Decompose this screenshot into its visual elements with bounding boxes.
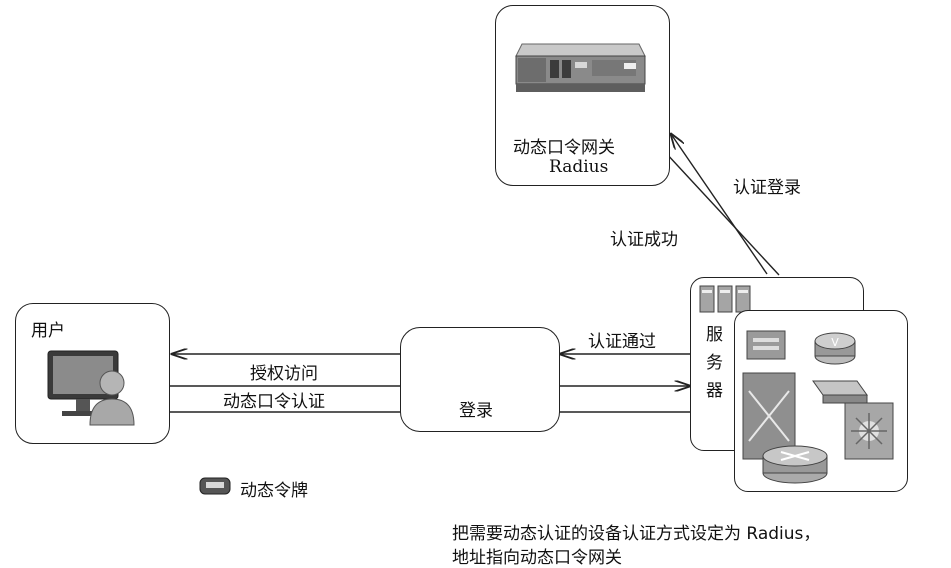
login-box: 登录 — [400, 327, 560, 432]
note-line-1: 把需要动态认证的设备认证方式设定为 Radius， — [452, 524, 821, 544]
token-icon — [199, 477, 231, 495]
server-char-2: 务 — [706, 353, 723, 373]
server-char-3: 器 — [706, 381, 723, 401]
label-auth-login: 认证登录 — [733, 178, 801, 198]
server-rack-icon — [699, 285, 751, 313]
server-char-1: 服 — [706, 325, 723, 345]
arrow-auth-success — [671, 134, 768, 275]
user-title: 用户 — [31, 321, 65, 341]
label-auth-passed: 认证通过 — [588, 332, 656, 352]
login-title: 登录 — [459, 401, 493, 421]
gateway-title: 动态口令网关 — [513, 138, 615, 158]
user-computer-icon — [47, 350, 135, 426]
network-devices-box: V — [734, 310, 908, 492]
network-devices-icon: V — [742, 330, 894, 484]
note-line-2: 地址指向动态口令网关 — [452, 548, 622, 568]
svg-text:V: V — [831, 336, 839, 349]
label-otp-auth: 动态口令认证 — [223, 392, 325, 412]
label-auth-success: 认证成功 — [610, 230, 678, 250]
label-authorized-access: 授权访问 — [250, 364, 318, 384]
radius-appliance-icon — [515, 43, 646, 92]
user-box: 用户 — [15, 303, 170, 444]
arrow-auth-login — [664, 151, 780, 276]
gateway-subtitle: Radius — [549, 157, 609, 177]
token-label: 动态令牌 — [240, 481, 308, 501]
gateway-box: 动态口令网关 Radius — [495, 5, 670, 186]
